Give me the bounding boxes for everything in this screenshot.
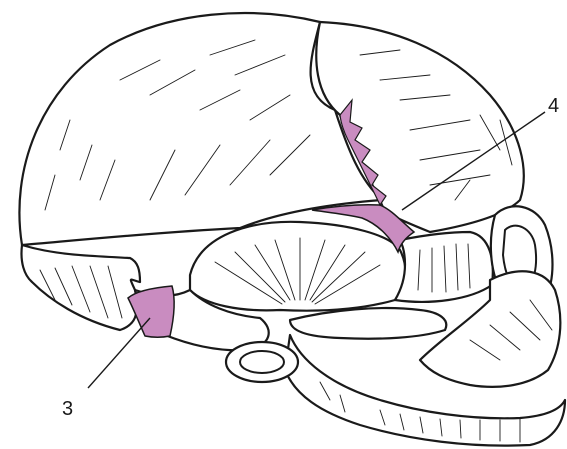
ear-canal-ring (226, 342, 298, 382)
zygomatic-arch (290, 308, 446, 339)
label-3: 3 (62, 398, 73, 420)
fontanelle-3-mastoid (128, 286, 174, 337)
label-4: 4 (548, 95, 559, 117)
sphenoid-wing (395, 232, 493, 302)
